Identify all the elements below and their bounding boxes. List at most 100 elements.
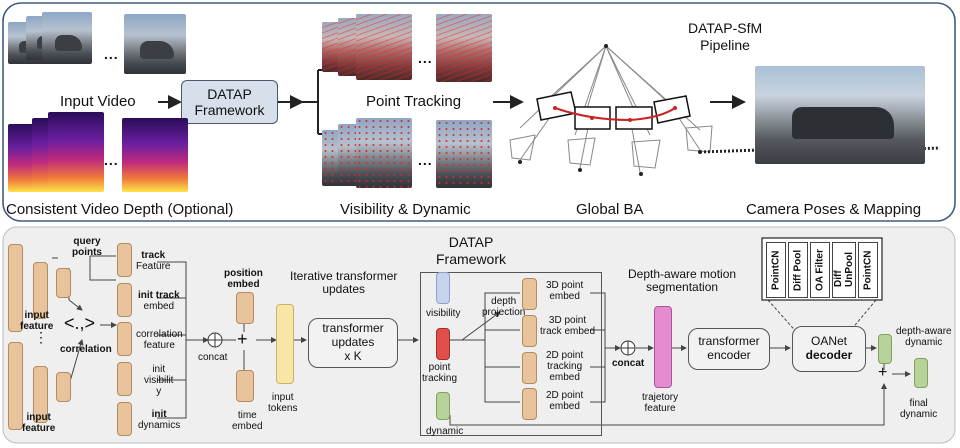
input-feature-small-1: [56, 268, 71, 298]
trajectory-feature-block: [654, 306, 672, 388]
init-dynamics-normal: dynamics: [138, 420, 181, 431]
input-feature-tall-1: [8, 244, 23, 332]
track-frame-4: [436, 14, 492, 82]
input-feature-tall-2: [8, 342, 23, 430]
ellipsis-4: ...: [418, 152, 433, 168]
conn-pt-branch: [450, 292, 520, 403]
ba-points: [553, 106, 677, 122]
position-embed-label: position embed: [224, 268, 263, 290]
correlation-label: correlation: [60, 344, 112, 355]
point-tracking-label-bottom: point tracking: [422, 362, 458, 384]
vis-frame-3: [356, 118, 412, 188]
trajectory-feature-label: trajetory feature: [642, 392, 679, 414]
input-tokens-label: input tokens: [268, 392, 298, 414]
final-dynamic-block: [914, 358, 928, 388]
decoder-label: decoder: [805, 348, 853, 362]
query-points-label: query points: [72, 236, 102, 258]
pe3d-label: 3D point embed: [546, 280, 584, 302]
pe2d-block: [522, 388, 537, 420]
input-video-label: Input Video: [60, 93, 136, 110]
dynamic-label: dynamic: [426, 426, 464, 437]
track-feature-block: [117, 243, 132, 277]
pe3d-block: [522, 278, 537, 310]
correlation-feature-block: [117, 322, 132, 356]
input-tokens-block: [276, 304, 294, 384]
plus-sign: +: [237, 329, 248, 349]
oanet-decoder-box: OANet decoder: [792, 326, 866, 372]
transformer-updates-label: transformer updates x K: [322, 321, 384, 363]
track-feature-bold: track: [141, 250, 166, 261]
depth-frame-4: [122, 118, 188, 192]
global-ba-label: Global BA: [576, 201, 644, 218]
track-feature-normal: Feature: [136, 261, 171, 272]
init-visibility-block: [117, 362, 132, 396]
input-feature-small-2: [56, 372, 71, 402]
oa-layer-pointcn-2: PointCN: [858, 242, 878, 298]
datap-framework-box: DATAP Framework: [181, 80, 278, 124]
output-bracket: [420, 272, 602, 436]
plus-sign-2: +: [878, 364, 888, 381]
dynamic-block: [436, 392, 450, 420]
consistent-depth-label: Consistent Video Depth (Optional): [6, 201, 234, 218]
camera-poses-label: Camera Poses & Mapping: [746, 201, 922, 218]
depth-aware-title: Depth-aware motion segmentation: [628, 267, 737, 295]
pte2d-label: 2D point tracking embed: [546, 350, 584, 383]
input-feature-short-1: [33, 262, 48, 319]
position-embed-block: [236, 292, 254, 324]
vis-frame-4: [436, 120, 492, 188]
top-panel: [2, 2, 956, 222]
oa-layer-oa-filter: OA Filter: [810, 242, 830, 298]
oa-layer-pointcn-1: PointCN: [766, 242, 786, 298]
init-track-embed-normal: embed: [143, 301, 175, 312]
time-embed-block: [236, 370, 254, 402]
transformer-encoder-label: transformer encoder: [698, 334, 760, 362]
visibility-block: [436, 272, 450, 304]
transformer-updates-box: transformer updates x K: [308, 318, 398, 368]
oanet-decoder-text: OANet decoder: [805, 334, 853, 363]
conn-dyn-line: [449, 383, 887, 426]
pte3d-label: 3D point track embed: [540, 315, 596, 337]
input-frame-4: [124, 14, 186, 74]
init-track-embed-bold: init track: [138, 290, 180, 301]
visibility-dynamic-label: Visibility & Dynamic: [340, 201, 471, 218]
conn-embeds: [590, 292, 620, 403]
input-feature-label-1: input feature: [20, 310, 54, 332]
concat-label-2: concat: [612, 358, 645, 369]
init-dynamics-block: [117, 402, 132, 436]
depth-aware-dynamic-block: [878, 334, 892, 364]
oa-layer-diff-unpool: Diff UnPool: [832, 242, 856, 298]
conn-feats: [157, 261, 208, 419]
ellipsis-2: ...: [104, 152, 119, 168]
pte3d-block: [522, 315, 537, 347]
init-dynamics-bold: init: [151, 409, 167, 420]
point-tracking-label: Point Tracking: [366, 93, 462, 110]
bottom-title: DATAP Framework: [436, 234, 507, 267]
point-tracking-block: [436, 328, 450, 360]
input-feature-short-2: [33, 366, 48, 423]
track-feature-text: track Feature: [136, 250, 170, 272]
vdots-label: ⋮: [34, 329, 48, 345]
input-feature-label-2: input feature: [22, 412, 56, 434]
final-dynamic-label: final dynamic: [900, 398, 938, 420]
conn-depth-proj: [461, 311, 501, 341]
input-frame-3: [42, 12, 92, 64]
iterative-updates-label: Iterative transformer updates: [290, 269, 398, 297]
depth-aware-dynamic-label: depth-aware dynamic: [896, 326, 952, 348]
mapping-scene: [755, 66, 925, 164]
init-track-embed-text: init track embed: [138, 290, 180, 312]
track-frame-3: [356, 14, 412, 80]
concat-label: concat: [198, 352, 228, 363]
conn-corr-in: [68, 299, 83, 311]
oa-layer-diff-pool: Diff Pool: [788, 242, 808, 298]
oanet-label: OANet: [810, 334, 847, 349]
pte2d-block: [522, 352, 537, 384]
conn-corr-in2: [68, 339, 84, 386]
ellipsis-3: ...: [418, 50, 433, 66]
datap-framework-label: DATAP Framework: [194, 85, 265, 118]
correlation-feature-text: correlation feature: [136, 329, 183, 351]
pe2d-label: 2D point embed: [546, 390, 584, 412]
time-embed-label: time embed: [232, 410, 263, 432]
init-dynamics-text: init dynamics: [138, 409, 180, 431]
init-visibility-text: init visibilit y: [144, 364, 174, 397]
